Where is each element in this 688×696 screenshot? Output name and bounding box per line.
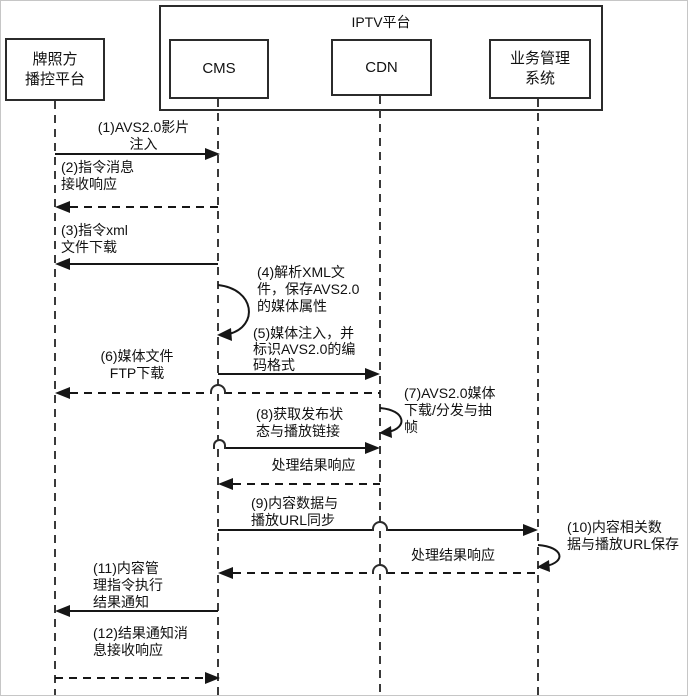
message-3-label: (3)指令xml 文件下载 (61, 222, 128, 255)
message-8-response-arrowhead (218, 478, 233, 490)
message-7-label: (7)AVS2.0媒体 下载/分发与抽 帧 (404, 385, 496, 435)
actor-label-licensor: 牌照方 播控平台 (24, 50, 85, 88)
lifeline-cdn (379, 96, 381, 695)
message-10-self-loop (537, 544, 561, 572)
message-9-line (218, 529, 524, 531)
actor-label-cdn: CDN (365, 58, 398, 76)
message-1-line (55, 153, 205, 155)
message-5-label: (5)媒体注入，并 标识AVS2.0的编 码格式 (253, 325, 356, 373)
message-12-arrowhead (205, 672, 220, 684)
message-7-self-loop (379, 407, 403, 438)
message-10-label: (10)内容相关数 据与播放URL保存 (567, 519, 680, 552)
message-8-start-hook (213, 439, 226, 449)
message-5-arrowhead (365, 368, 380, 380)
message-5-line (218, 373, 365, 375)
message-4-label: (4)解析XML文 件，保存AVS2.0 的媒体属性 (257, 264, 360, 314)
message-10-response-line-hop (372, 564, 388, 574)
message-9-arrowhead (523, 524, 538, 536)
actor-box-cdn: CDN (331, 39, 432, 96)
actor-box-licensor: 牌照方 播控平台 (5, 38, 105, 101)
actor-label-bms: 业务管理 系统 (509, 50, 570, 87)
message-12-line (55, 677, 205, 679)
lifeline-cms (217, 99, 219, 695)
message-4-self-loop (217, 284, 250, 341)
message-12-label: (12)结果通知消 息接收响应 (93, 625, 188, 658)
message-8-arrowhead (365, 442, 380, 454)
message-2-line (70, 206, 218, 208)
message-10-response-arrowhead (218, 567, 233, 579)
message-8-response-label: 处理结果响应 (271, 457, 356, 473)
message-6-label: (6)媒体文件 FTP下载 (100, 348, 174, 381)
message-2-label: (2)指令消息 接收响应 (61, 159, 135, 192)
message-8-label: (8)获取发布状 态与播放链接 (256, 406, 344, 439)
iptv-platform-frame-label: IPTV平台 (351, 14, 411, 30)
message-6-arrowhead (55, 387, 70, 399)
message-3-arrowhead (55, 258, 70, 270)
message-10-response-label: 处理结果响应 (411, 547, 495, 563)
message-8-line (218, 447, 365, 449)
actor-box-cms: CMS (169, 39, 269, 99)
message-2-arrowhead (55, 201, 70, 213)
message-11-label: (11)内容管 理指令执行 结果通知 (93, 560, 163, 610)
message-9-label: (9)内容数据与 播放URL同步 (251, 495, 339, 528)
iptv-platform-frame: IPTV平台 (159, 5, 603, 111)
actor-box-bms: 业务管理 系统 (489, 39, 591, 99)
message-11-arrowhead (55, 605, 70, 617)
message-6-line-hop (210, 384, 226, 394)
message-11-line (70, 610, 218, 612)
message-3-line (70, 263, 218, 265)
actor-label-cms: CMS (202, 60, 236, 77)
message-1-label: (1)AVS2.0影片 注入 (97, 119, 190, 152)
message-8-response-line (233, 483, 380, 485)
message-1-arrowhead (205, 148, 220, 160)
message-9-line-hop (372, 521, 388, 531)
lifeline-bms (537, 99, 539, 695)
